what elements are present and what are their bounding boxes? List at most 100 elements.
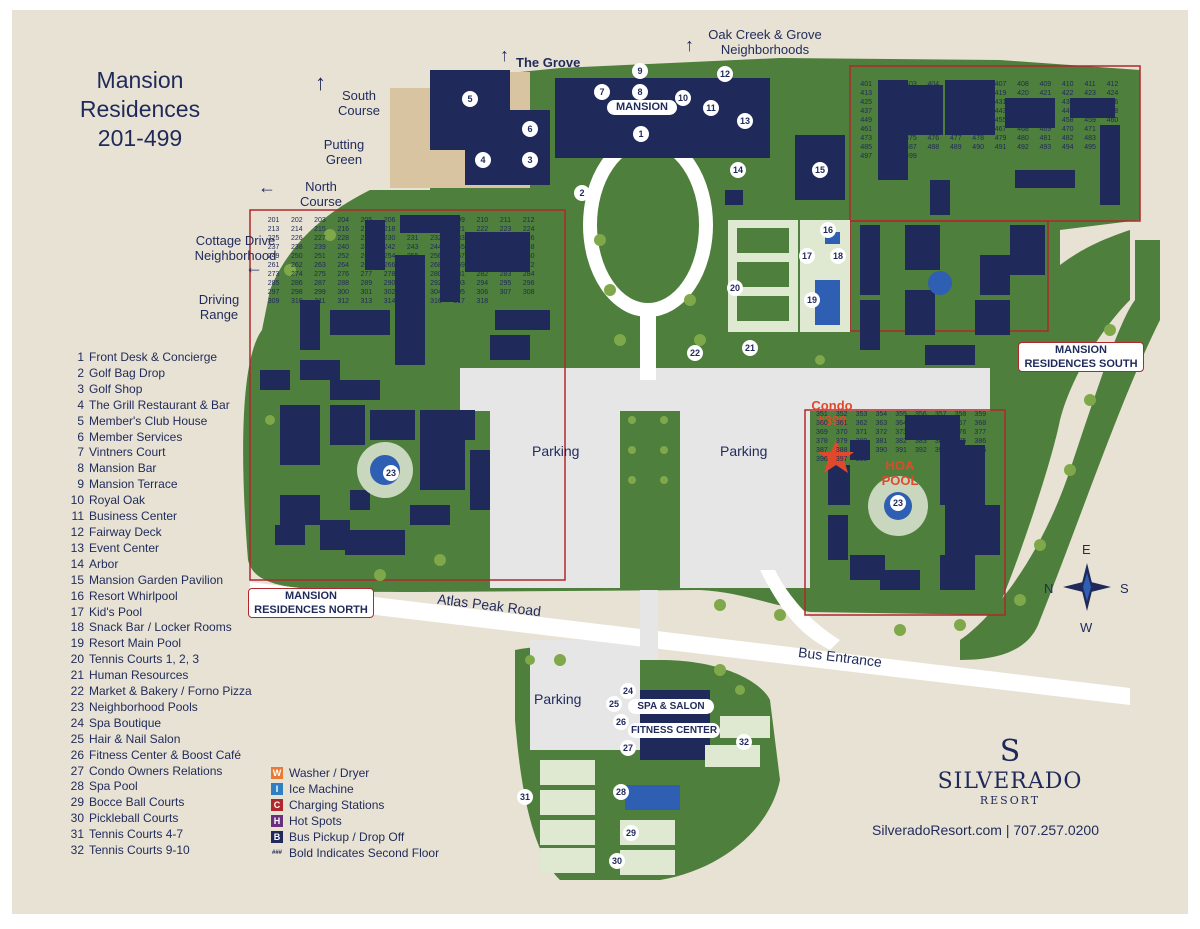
unit-number: 260: [522, 253, 535, 260]
location-marker-17: 17: [799, 248, 815, 264]
unit-number: 290: [383, 280, 396, 287]
unit-number: 257: [453, 253, 465, 260]
unit-number: 460: [1106, 117, 1119, 124]
tennis-courts-1-3: [728, 220, 798, 332]
unit-number: 377: [974, 429, 987, 436]
unit-number: 461: [860, 126, 873, 133]
key-text: Bold Indicates Second Floor: [289, 846, 440, 860]
location-marker-28: 28: [613, 784, 629, 800]
unit-number: 206: [383, 217, 396, 224]
unit-number: 302: [383, 289, 396, 296]
legend-number: 6: [77, 429, 84, 444]
location-marker-6: 6: [522, 121, 538, 137]
unit-number: 466: [972, 126, 984, 133]
legend-number: 27: [70, 763, 84, 778]
unit-number: 352: [835, 411, 848, 418]
arrow-left-icon: ←: [245, 257, 263, 277]
unit-number: 424: [1106, 90, 1119, 97]
compass-icon: [1063, 563, 1111, 611]
unit-number: 405: [949, 81, 962, 88]
legend-text: Business Center: [89, 509, 178, 524]
unit-number: 416: [927, 90, 940, 97]
legend-number: 20: [70, 652, 84, 667]
condo-word: Condo: [811, 398, 853, 413]
unit-number: 244: [430, 244, 442, 251]
unit-number: 283: [499, 271, 512, 278]
unit-number: 223: [499, 226, 512, 233]
arrow-up-icon: ↑: [685, 35, 694, 55]
unit-number: 380: [855, 438, 868, 445]
unit-number: 402: [882, 81, 895, 88]
unit-number: 313: [360, 298, 373, 305]
location-marker-19: 19: [804, 292, 820, 308]
unit-number: 201: [267, 217, 280, 224]
legend-text: Bocce Ball Courts: [89, 795, 185, 810]
location-marker-29: 29: [623, 825, 639, 841]
legend-number: 7: [77, 445, 84, 460]
unit-number: 241: [360, 244, 373, 251]
location-marker-24: 24: [620, 683, 636, 699]
unit-number: 272: [522, 262, 535, 269]
mansion-buildings: [430, 70, 845, 205]
unit-number: 360: [816, 420, 828, 427]
arrow-up-icon: ↑: [315, 70, 326, 95]
location-marker-2: 2: [574, 185, 590, 201]
legend-number: 3: [77, 381, 84, 396]
putting-green-label: Putting Green: [323, 137, 365, 167]
unit-number: 397: [835, 456, 848, 463]
unit-number: 370: [835, 429, 848, 436]
key-text: Washer / Dryer: [289, 766, 370, 780]
unit-number: 212: [522, 217, 535, 224]
unit-number: 482: [1061, 135, 1074, 142]
legend-number: 15: [70, 572, 84, 587]
legend-text: Kid's Pool: [89, 604, 142, 619]
unit-number: 232: [430, 235, 442, 242]
unit-number: 403: [905, 81, 917, 88]
unit-number: 371: [855, 429, 868, 436]
legend-text: Mansion Bar: [89, 461, 157, 476]
parking-label-right: Parking: [720, 443, 768, 459]
legend-number: 16: [70, 588, 84, 603]
legend-text: Royal Oak: [89, 493, 146, 508]
unit-number: 252: [337, 253, 349, 260]
fitness-center-label: FITNESS CENTER: [628, 723, 720, 738]
unit-number: 285: [267, 280, 280, 287]
location-marker-26: 26: [613, 714, 629, 730]
unit-number: 247: [499, 244, 512, 251]
unit-number: 373: [895, 429, 907, 436]
unit-number: 496: [1106, 144, 1119, 151]
unit-number: 305: [453, 289, 465, 296]
unit-number: 354: [875, 411, 888, 418]
legend-number: 28: [70, 779, 84, 794]
neighborhood-pool-marker: 23: [383, 465, 399, 481]
unit-number: 445: [1039, 108, 1052, 115]
legend-number: 10: [70, 493, 84, 508]
legend-text: Pickleball Courts: [89, 811, 179, 826]
legend-text: Snack Bar / Locker Rooms: [89, 620, 232, 635]
unit-number: 255: [406, 253, 419, 260]
unit-number: 417: [949, 90, 962, 97]
key-symbol-icon: ###: [271, 850, 282, 856]
brand-name: SILVERADO: [937, 769, 1083, 794]
unit-number: 469: [1039, 126, 1052, 133]
unit-number: 489: [949, 144, 962, 151]
unit-number: 495: [1084, 144, 1096, 151]
unit-number: 288: [337, 280, 349, 287]
unit-number: 440: [927, 108, 940, 115]
location-marker-32: 32: [736, 734, 752, 750]
unit-number: 494: [1061, 144, 1074, 151]
unit-number: 280: [430, 271, 442, 278]
title-line-2: Residences: [79, 96, 201, 122]
legend-text: Neighborhood Pools: [89, 699, 198, 714]
unit-number: 413: [860, 90, 873, 97]
